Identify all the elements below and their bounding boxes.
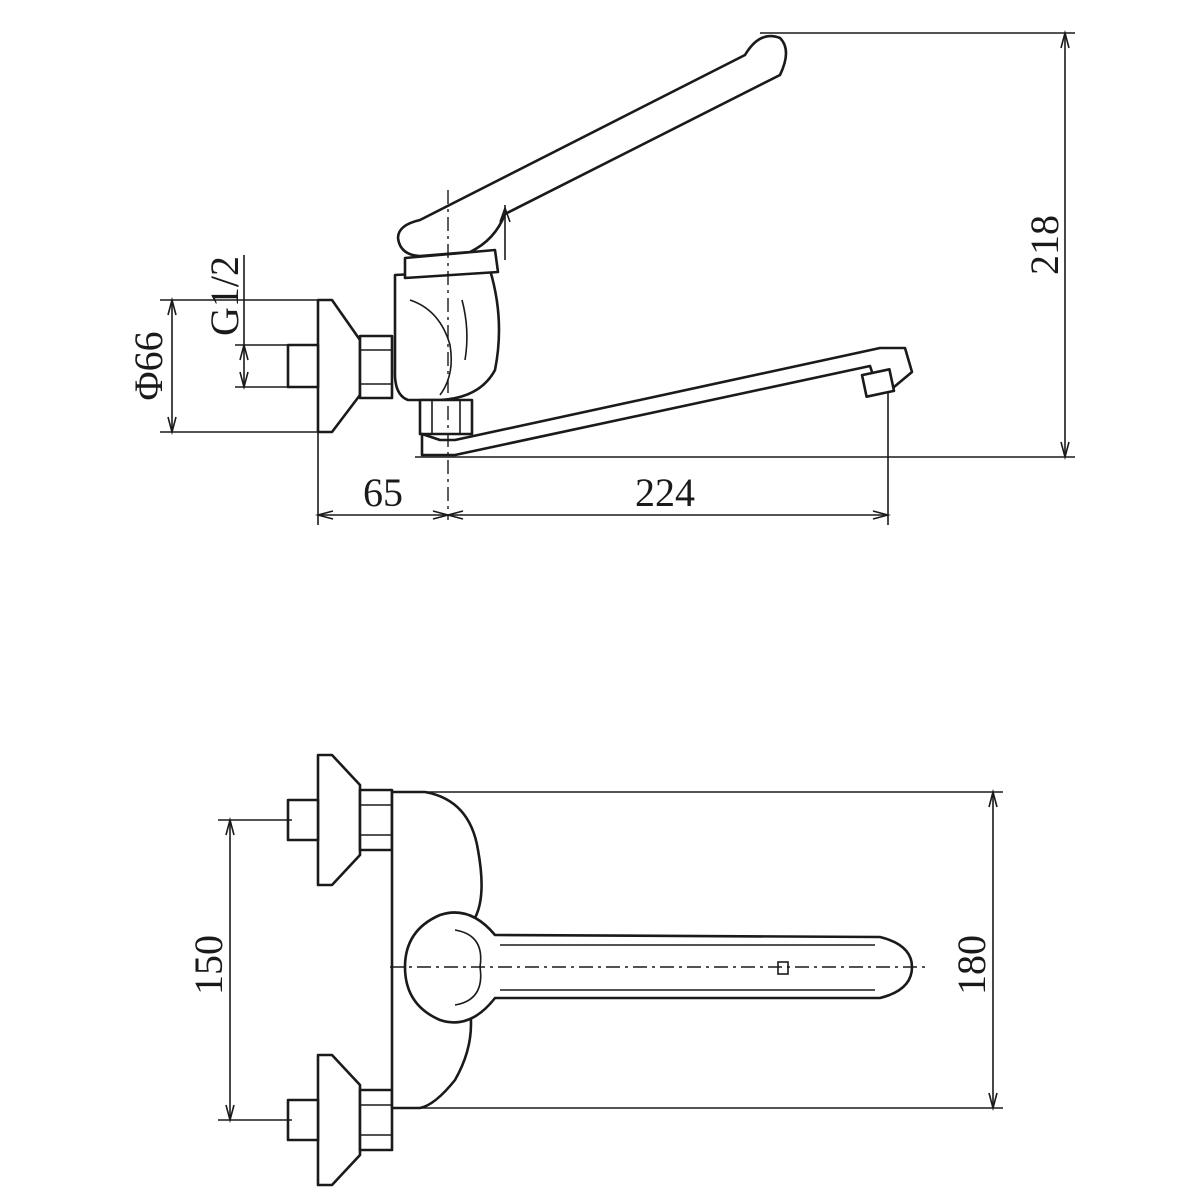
top-escutcheon-upper <box>316 753 362 887</box>
dim-centers-150: 150 <box>186 816 292 1124</box>
side-hex-nut <box>358 334 394 400</box>
top-lever-handle <box>403 911 914 1024</box>
side-lever-handle <box>396 34 788 258</box>
dim-diameter-66: Φ66 <box>126 296 320 436</box>
top-escutcheon-lower <box>316 1053 362 1187</box>
top-inlet-upper <box>286 798 320 842</box>
dim-height-label: 218 <box>1022 215 1067 275</box>
top-inlet-lower <box>286 1098 320 1142</box>
top-view: 150 180 <box>186 753 1003 1187</box>
dim-thread-g12: G1/2 <box>202 255 290 391</box>
dim-horizontal-65-224: 65 224 <box>314 392 892 525</box>
side-escutcheon <box>316 298 362 434</box>
side-spout <box>420 346 914 457</box>
dim-centers-label: 150 <box>186 935 231 995</box>
dim-width-180: 180 <box>420 788 1003 1112</box>
dim-reach-label: 224 <box>635 470 695 515</box>
dim-diameter-label: Φ66 <box>126 331 171 400</box>
side-inlet-pipe <box>286 343 320 389</box>
dim-thread-label: G1/2 <box>202 256 247 336</box>
dim-height-218: 218 <box>415 29 1075 461</box>
side-view: 218 Φ66 G1/2 65 <box>126 29 1075 525</box>
dim-width-label: 180 <box>949 935 994 995</box>
dim-wall-offset-label: 65 <box>363 470 403 515</box>
side-spout-collar <box>418 398 474 436</box>
